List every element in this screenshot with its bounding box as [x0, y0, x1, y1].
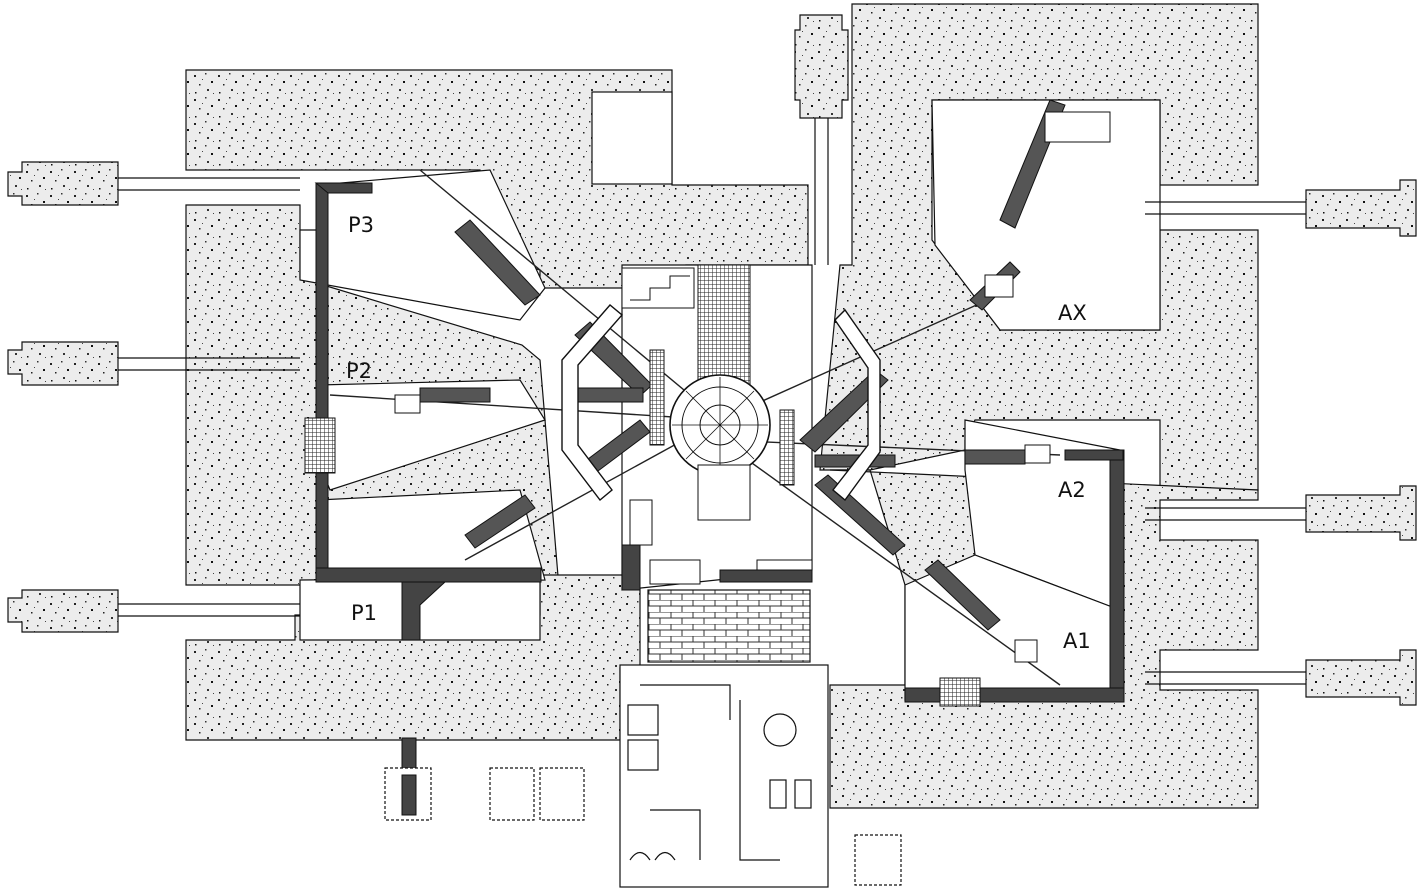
guide-p2-inner — [574, 387, 644, 403]
guide-ax-inner — [799, 369, 889, 453]
beam-tube-left-top — [7, 161, 300, 206]
guide-a2-outer — [964, 449, 1026, 465]
room-labels: P3 P2 P1 AX A2 A1 — [346, 213, 1091, 653]
wall-top-left — [314, 182, 373, 194]
drain-pits — [384, 767, 902, 886]
beam-tube-left-bottom — [7, 589, 300, 633]
hall-wall-stub-right — [719, 569, 813, 583]
beam-tube-right-top — [1145, 179, 1417, 237]
instrument-a1 — [1014, 639, 1038, 663]
wall-top-a2 — [1064, 449, 1124, 461]
drain-pit-3 — [539, 767, 585, 821]
drain-pit-2 — [489, 767, 535, 821]
room-left-corner — [591, 91, 673, 185]
label-p1: P1 — [351, 601, 377, 625]
wall-mesh-left — [304, 417, 336, 474]
room-ax — [931, 99, 1161, 331]
beam-tube-right-mid — [1145, 485, 1417, 541]
label-a2: A2 — [1058, 478, 1086, 502]
room-p3 — [299, 169, 546, 321]
hall-octagon-right — [832, 308, 881, 502]
guide-a1-inner — [814, 474, 906, 556]
beam-tube-housings — [7, 161, 1417, 706]
service-piping — [640, 684, 780, 861]
instrument-p2 — [394, 394, 421, 414]
hall-octagon-left — [561, 304, 624, 502]
hall-wall-stub-left — [621, 544, 641, 591]
wall-left-vertical — [315, 182, 329, 579]
wall-bottom-left — [315, 567, 542, 583]
service-box-1 — [627, 704, 659, 736]
wall-p1-leg — [401, 581, 447, 641]
beam-tube-left-mid — [7, 341, 300, 386]
service-cabinet-1 — [769, 779, 787, 809]
top-beam-tube — [794, 14, 849, 265]
top-beam-housing — [794, 14, 849, 119]
beam-tube-right-bottom — [1145, 649, 1417, 706]
stair-block — [621, 267, 695, 309]
service-cabinet-2 — [794, 779, 812, 809]
service-room — [619, 664, 829, 888]
instrument-a2 — [1024, 444, 1051, 464]
label-ax: AX — [1058, 301, 1087, 325]
service-pump-icon — [763, 713, 797, 747]
beam-line-p3 — [419, 169, 721, 421]
reactor-core-area — [561, 264, 881, 591]
guide-a1-outer — [924, 559, 1001, 631]
beam-line-a1 — [719, 439, 1061, 686]
pump-left — [629, 499, 653, 546]
pump-bottom-left — [649, 559, 701, 585]
reactor-crosshair — [672, 377, 768, 473]
service-room-outline — [619, 664, 829, 888]
shield-walls — [304, 182, 1125, 797]
drain-pit-4 — [854, 834, 902, 886]
instrument-ax — [984, 274, 1014, 298]
label-p3: P3 — [348, 213, 374, 237]
guide-p3-outer — [454, 219, 541, 306]
service-door-icon — [629, 851, 676, 861]
label-a1: A1 — [1063, 629, 1091, 653]
wall-bottom-right — [904, 687, 1125, 703]
instruments — [394, 111, 1111, 663]
stair-icon — [630, 275, 690, 301]
grate-right — [779, 409, 795, 486]
wall-right-vertical — [1109, 449, 1125, 701]
drain-pipe-1 — [401, 774, 417, 816]
service-box-2 — [627, 739, 659, 771]
wall-mesh-right — [939, 677, 981, 707]
grate-left — [649, 349, 665, 446]
guide-p1-outer — [464, 494, 536, 549]
core-base — [697, 464, 751, 521]
brick-shield-block — [647, 589, 811, 663]
label-p2: P2 — [346, 359, 372, 383]
guide-p2-outer — [419, 387, 491, 403]
stair-ax — [1044, 111, 1111, 143]
